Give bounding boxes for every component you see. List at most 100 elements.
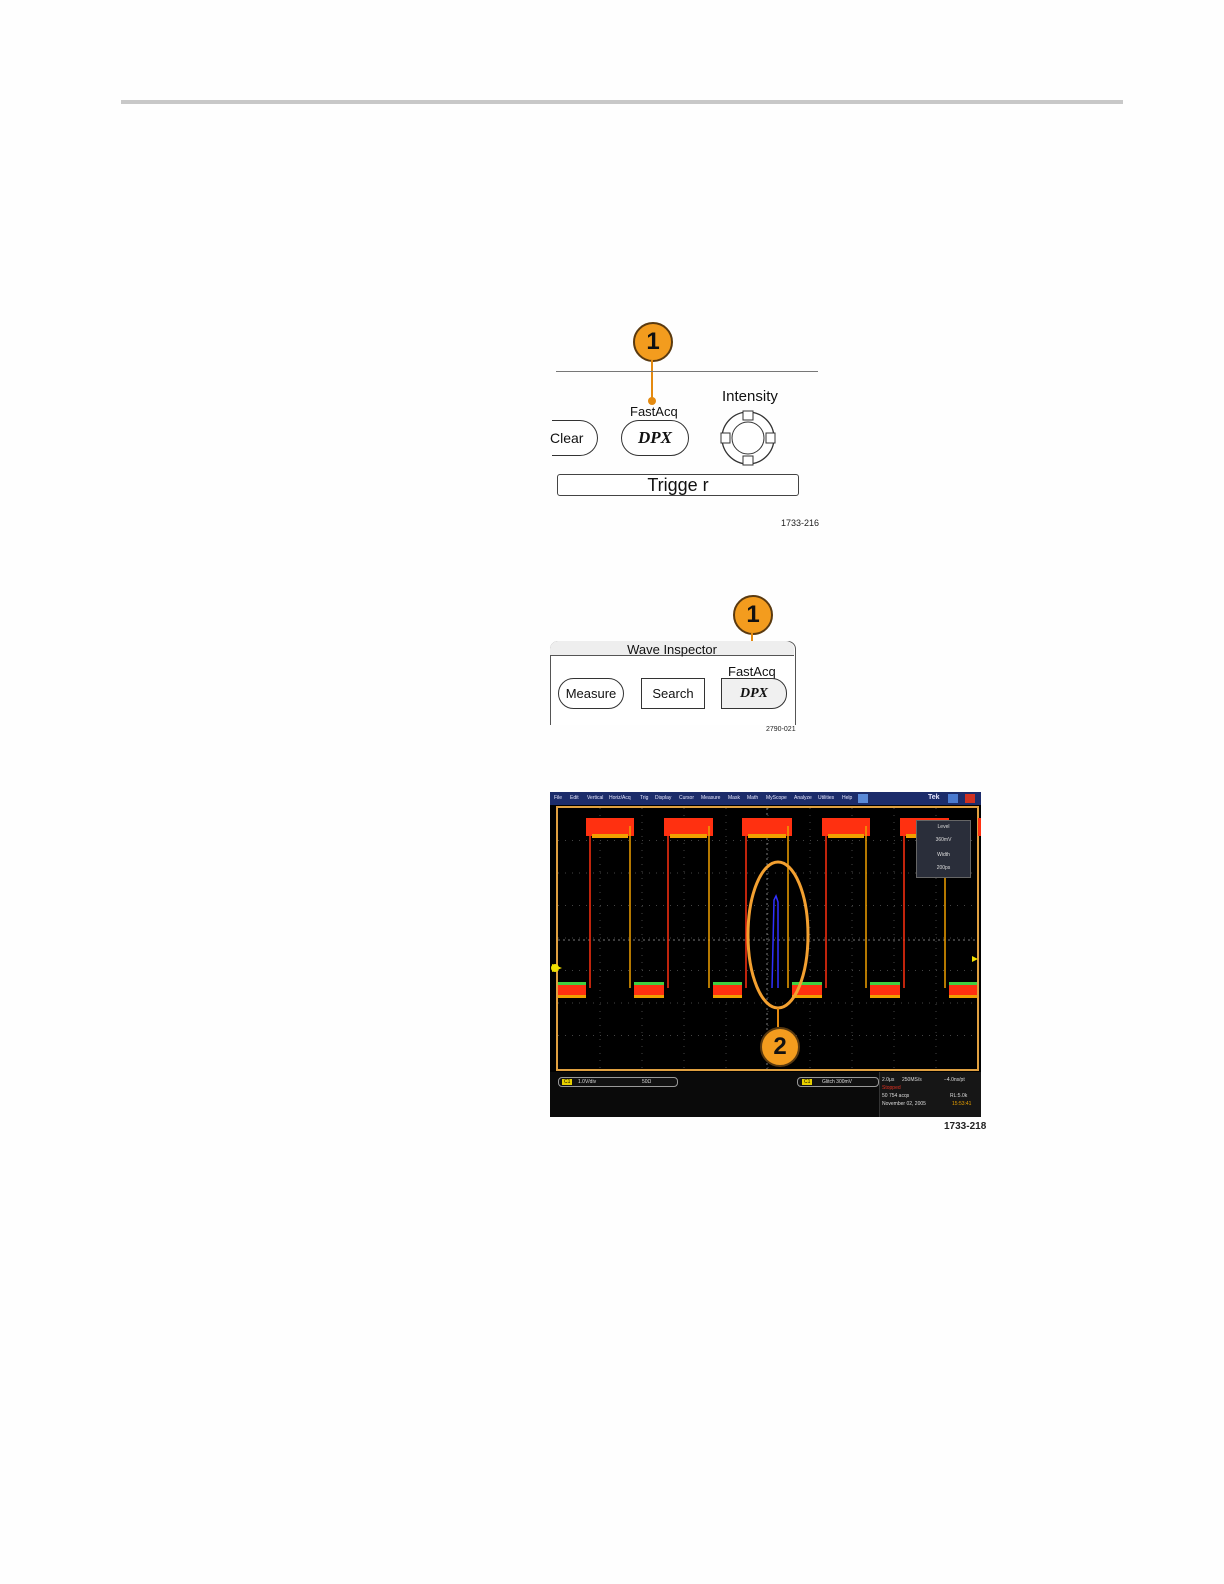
acq-panel [879,1072,981,1117]
sample-rate: 250MS/s [902,1077,922,1083]
search-button[interactable]: Search [641,678,705,709]
pulse-high-edge [748,834,786,838]
search-label: Search [652,686,694,701]
pulse-low-edge [558,982,586,985]
fastacq-dpx-button-2[interactable]: DPX [721,678,787,709]
glitch-popup-menu: Level 360mV Width 200ps [916,820,971,878]
fastacq-label-2: FastAcq [728,664,776,679]
ch1-readout[interactable] [558,1077,678,1087]
wave-inspector-title: Wave Inspector [627,642,717,657]
callout-2: 2 [760,1027,800,1067]
minimize-icon[interactable] [948,794,958,803]
callout-leader [651,360,653,400]
pulse-high-band [586,818,634,836]
acq-count: 50 754 acqs [882,1093,910,1099]
pulse-low-edge [634,982,664,985]
menu-utilities[interactable]: Utilities [818,795,835,801]
fastacq-dpx-button[interactable]: DPX [621,420,689,456]
pulse-low-edge [713,982,742,985]
clear-button[interactable]: Clear [550,420,598,456]
popup-level-value[interactable]: 360mV [935,837,952,843]
popup-width-value[interactable]: 200ps [936,865,951,871]
menu-myscope[interactable]: MyScope [766,795,787,801]
date: November 02, 2005 [882,1101,926,1107]
pulse-low-edge [792,995,822,998]
pulse-high-band [978,818,981,836]
oscilloscope-screen: File Edit Vertical Horiz/Acq Trig Displa… [550,792,981,1117]
dpx-label: DPX [638,428,672,447]
menu-measure[interactable]: Measure [701,795,721,801]
trigger-level-marker [972,956,978,962]
trig-badge: C1 [802,1079,813,1085]
graticule [556,806,979,1071]
intensity-label: Intensity [722,388,778,405]
dpx-label-2: DPX [740,686,768,701]
close-icon[interactable] [965,794,975,803]
menu-arrow-icon[interactable] [858,794,868,803]
popup-level[interactable]: Level [937,824,950,830]
pulse-low-band [634,984,664,996]
pulse-low-edge [558,995,586,998]
measure-button[interactable]: Measure [558,678,624,709]
pulse-low-edge [713,995,742,998]
pulse-high-edge [670,834,707,838]
pulse-low-edge [870,995,900,998]
menu-file[interactable]: File [554,795,563,801]
callout-1: 1 [633,322,673,362]
pulse-low-edge [634,995,664,998]
ch1-badge: C1 [562,1079,573,1085]
menu-math[interactable]: Math [747,795,759,801]
wave-inspector-header: Wave Inspector [550,641,794,657]
menu-vertical[interactable]: Vertical [587,795,604,801]
callout-dot [648,397,656,405]
ch1-scale: 1.0V/div [578,1079,597,1085]
pulse-high-band [822,818,870,836]
figure-id-3: 1733-218 [944,1121,987,1132]
menu-edit[interactable]: Edit [570,795,579,801]
waveform-display [551,808,981,1069]
pulse-low-edge [949,995,977,998]
pulse-low-edge [792,982,822,985]
pulse-low-band [713,984,742,996]
popup-width[interactable]: Width [937,852,950,858]
glitch-trace [771,894,779,989]
ch1-impedance: 50Ω [642,1079,652,1085]
menu-cursor[interactable]: Cursor [679,795,695,801]
scope-menu-bar: File Edit Vertical Horiz/Acq Trig Displa… [550,792,981,805]
menu-trig[interactable]: Trig [640,795,649,801]
intensity-knob[interactable] [716,408,780,468]
menu-horiz-acq[interactable]: Horiz/Acq [609,795,631,801]
time: 15:53:41 [952,1101,972,1107]
pulse-low-band [870,984,900,996]
trigger-readout[interactable] [797,1077,879,1087]
figure-id-1: 1733-216 [781,518,820,528]
figure-id-2: 2790-021 [766,726,796,733]
acq-state: Stopped [882,1085,901,1091]
pulse-high-band [742,818,792,836]
pulse-high-band [664,818,713,836]
pulse-low-edge [949,982,977,985]
panel-divider [556,371,818,372]
pulse-low-band [558,984,586,996]
clear-label: Clear [550,430,584,446]
trigger-text: Glitch 300mV [822,1079,853,1085]
record-spacing: −4.0ns/pt [944,1077,965,1083]
trigger-section: Trigge r [557,474,799,496]
menu-analyze[interactable]: Analyze [794,795,812,801]
pulse-low-band [949,984,977,996]
horiz-scale: 2.0μs [882,1077,895,1083]
fastacq-label: FastAcq [630,404,678,419]
callout-1b: 1 [733,595,773,635]
header-rule [121,100,1123,104]
glitch-highlight [746,860,810,1027]
record-length: RL:5.0k [950,1093,968,1099]
status-bar: C1 1.0V/div 50Ω C1 Glitch 300mV 2.0μs 25… [550,1072,981,1117]
pulse-high-edge [592,834,628,838]
menu-help[interactable]: Help [842,795,853,801]
ch1-marker-dot [551,964,559,972]
pulse-low-edge [870,982,900,985]
pulse-high-edge [828,834,864,838]
menu-mask[interactable]: Mask [728,795,740,801]
menu-display[interactable]: Display [655,795,672,801]
tek-brand: Tek [928,794,940,801]
